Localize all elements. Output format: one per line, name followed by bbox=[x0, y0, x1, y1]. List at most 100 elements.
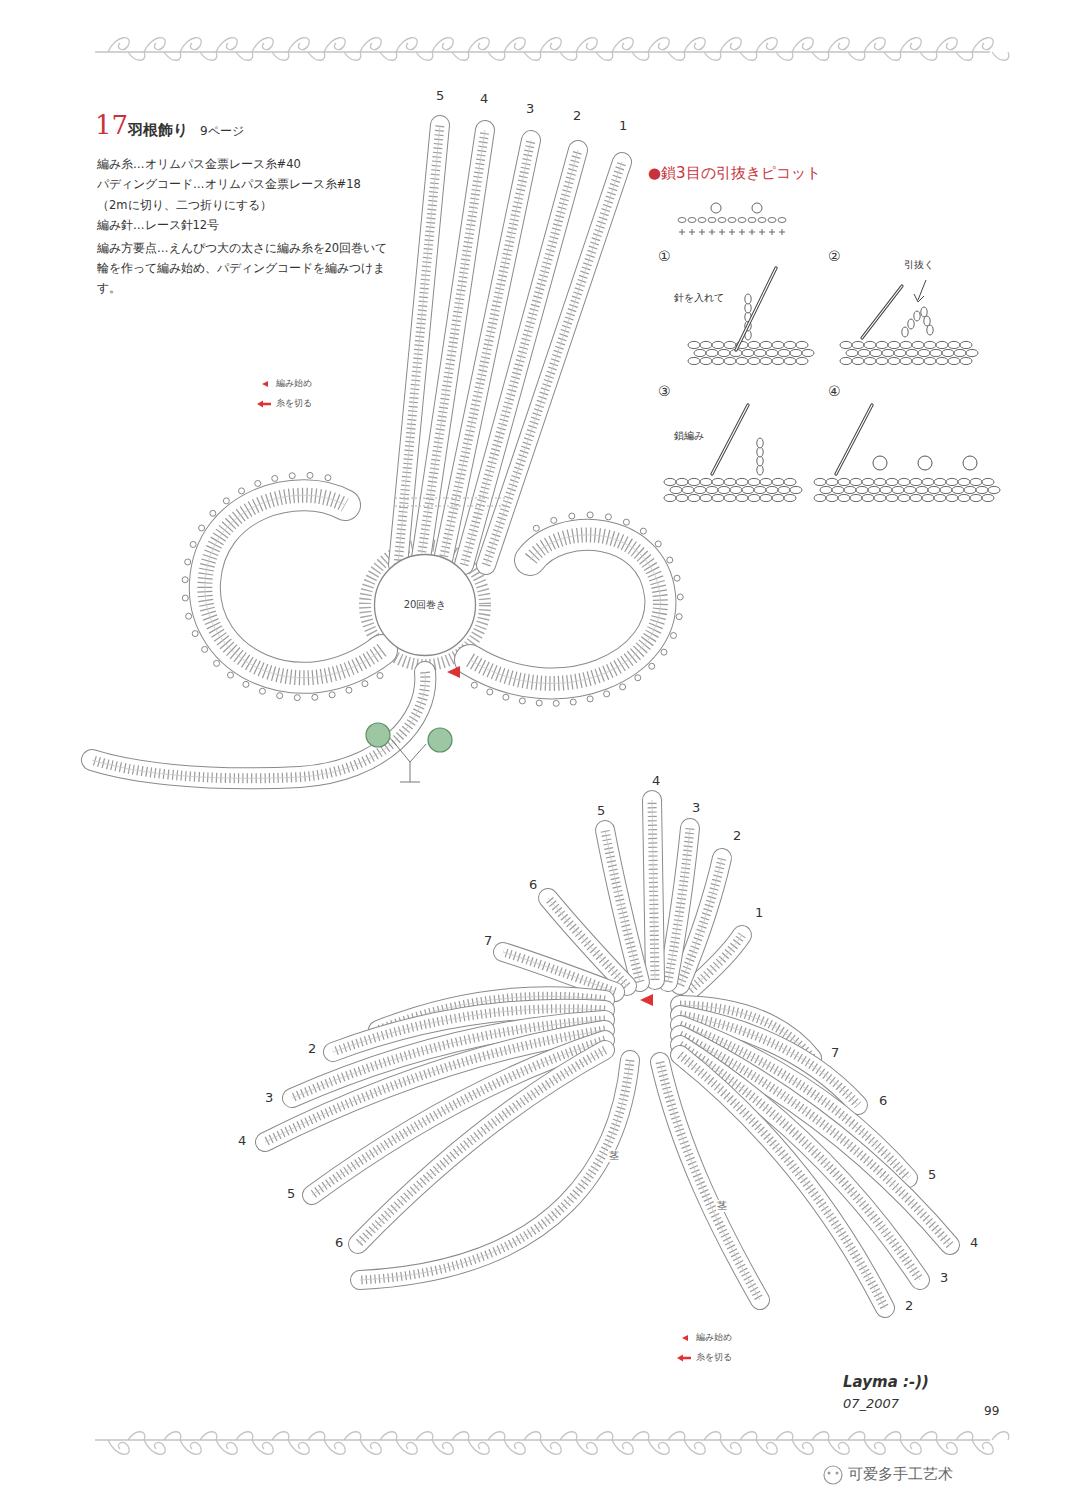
stitch-marks bbox=[360, 1060, 630, 1280]
crochet-hook bbox=[862, 286, 902, 338]
picot bbox=[677, 594, 683, 600]
fabric-stitch bbox=[904, 486, 916, 493]
picot bbox=[289, 473, 295, 479]
legend-item: 編み始め bbox=[256, 377, 312, 390]
fabric-stitch bbox=[700, 341, 712, 348]
stitch-marks bbox=[312, 1040, 605, 1195]
feather-number: 2 bbox=[573, 108, 581, 124]
feather-number: 4 bbox=[480, 91, 488, 107]
step-note: 針を入れて bbox=[674, 292, 724, 304]
fabric-stitch bbox=[748, 341, 760, 348]
fabric-stitch bbox=[880, 486, 892, 493]
materials-note: （2mに切り、二つ折りにする） bbox=[97, 199, 272, 213]
fabric-stitch bbox=[796, 341, 808, 348]
watermark-icon bbox=[828, 1472, 831, 1475]
chain-loop bbox=[921, 307, 927, 317]
fabric-stitch bbox=[870, 349, 882, 356]
picot bbox=[570, 699, 576, 705]
feather-body bbox=[205, 495, 382, 678]
fabric-stitch bbox=[676, 478, 688, 485]
fabric-stitch bbox=[766, 349, 778, 356]
fabric-stitch bbox=[898, 494, 910, 501]
watermark-icon bbox=[836, 1472, 839, 1475]
fabric-stitch bbox=[712, 494, 724, 501]
chain-symbol bbox=[738, 218, 746, 223]
chain-loop bbox=[924, 316, 930, 326]
feather-body bbox=[312, 1040, 605, 1195]
fabric-stitch bbox=[772, 478, 784, 485]
fabric-stitch bbox=[706, 486, 718, 493]
fabric-stitch bbox=[954, 349, 966, 356]
legend-item: 糸を切る bbox=[256, 397, 312, 410]
chain-loop bbox=[902, 327, 908, 337]
fabric-stitch bbox=[724, 357, 736, 364]
pattern-title: 羽根飾り bbox=[128, 121, 188, 139]
step-number: ④ bbox=[828, 383, 841, 400]
picot bbox=[569, 513, 575, 519]
fabric-stitch bbox=[924, 357, 936, 364]
picot bbox=[655, 541, 661, 547]
crochet-hook bbox=[836, 405, 872, 474]
inset-heading: ●鎖3目の引抜きピコット bbox=[648, 164, 821, 182]
stem-label: 茎 bbox=[716, 1200, 728, 1212]
fabric-stitch bbox=[982, 478, 994, 485]
chain-symbol bbox=[688, 218, 696, 223]
picot bbox=[551, 517, 557, 523]
feather-number: 5 bbox=[287, 1186, 295, 1202]
feather-outline bbox=[652, 800, 655, 980]
fabric-stitch bbox=[924, 341, 936, 348]
finished-picot bbox=[918, 456, 932, 470]
fabric-stitch bbox=[760, 478, 772, 485]
picot bbox=[670, 632, 676, 638]
feather-number: 7 bbox=[484, 933, 492, 949]
fabric-stitch bbox=[910, 494, 922, 501]
fabric-stitch bbox=[930, 349, 942, 356]
fabric-stitch bbox=[772, 494, 784, 501]
fabric-stitch bbox=[754, 349, 766, 356]
picot bbox=[377, 673, 383, 679]
fabric-stitch bbox=[760, 357, 772, 364]
fabric-stitch bbox=[958, 494, 970, 501]
padding-cord bbox=[360, 1060, 630, 1280]
crochet-hook-shine bbox=[712, 405, 748, 474]
chain-loop bbox=[757, 438, 763, 448]
feather-number: 6 bbox=[335, 1235, 343, 1251]
fabric-stitch bbox=[778, 486, 790, 493]
fabric-stitch bbox=[706, 349, 718, 356]
picot bbox=[329, 692, 335, 698]
fabric-stitch bbox=[724, 478, 736, 485]
pattern-number: 17 bbox=[95, 110, 128, 141]
fabric-stitch bbox=[898, 478, 910, 485]
guide-path bbox=[205, 495, 382, 678]
step-number: ③ bbox=[658, 383, 671, 400]
picot-symbol bbox=[711, 203, 721, 213]
row-band bbox=[395, 498, 505, 506]
fabric-stitch bbox=[958, 478, 970, 485]
fabric-stitch bbox=[868, 486, 880, 493]
crochet-hook bbox=[712, 405, 748, 474]
fabric-stitch bbox=[856, 486, 868, 493]
fabric-stitch bbox=[922, 478, 934, 485]
picot bbox=[503, 694, 509, 700]
fabric-stitch bbox=[760, 494, 772, 501]
picot bbox=[346, 687, 352, 693]
chain-loop bbox=[745, 294, 751, 304]
chain-symbol bbox=[748, 218, 756, 223]
picot bbox=[676, 614, 682, 620]
feather-number: 4 bbox=[238, 1133, 246, 1149]
picot bbox=[182, 595, 188, 601]
stitch-chart bbox=[679, 229, 785, 235]
feather-number: 4 bbox=[970, 1235, 978, 1251]
legend-arrow-shape bbox=[262, 381, 268, 387]
fabric-stitch bbox=[862, 478, 874, 485]
bead-thread bbox=[392, 740, 426, 782]
fabric-stitch bbox=[688, 341, 700, 348]
feather-outline bbox=[360, 1060, 630, 1280]
picot bbox=[640, 528, 646, 534]
fabric-stitch bbox=[766, 486, 778, 493]
picot bbox=[210, 510, 216, 516]
watermark: 可爱多手工艺术 bbox=[848, 1465, 953, 1483]
picot bbox=[553, 700, 559, 706]
feather-number: 2 bbox=[733, 828, 741, 844]
picot bbox=[190, 541, 196, 547]
